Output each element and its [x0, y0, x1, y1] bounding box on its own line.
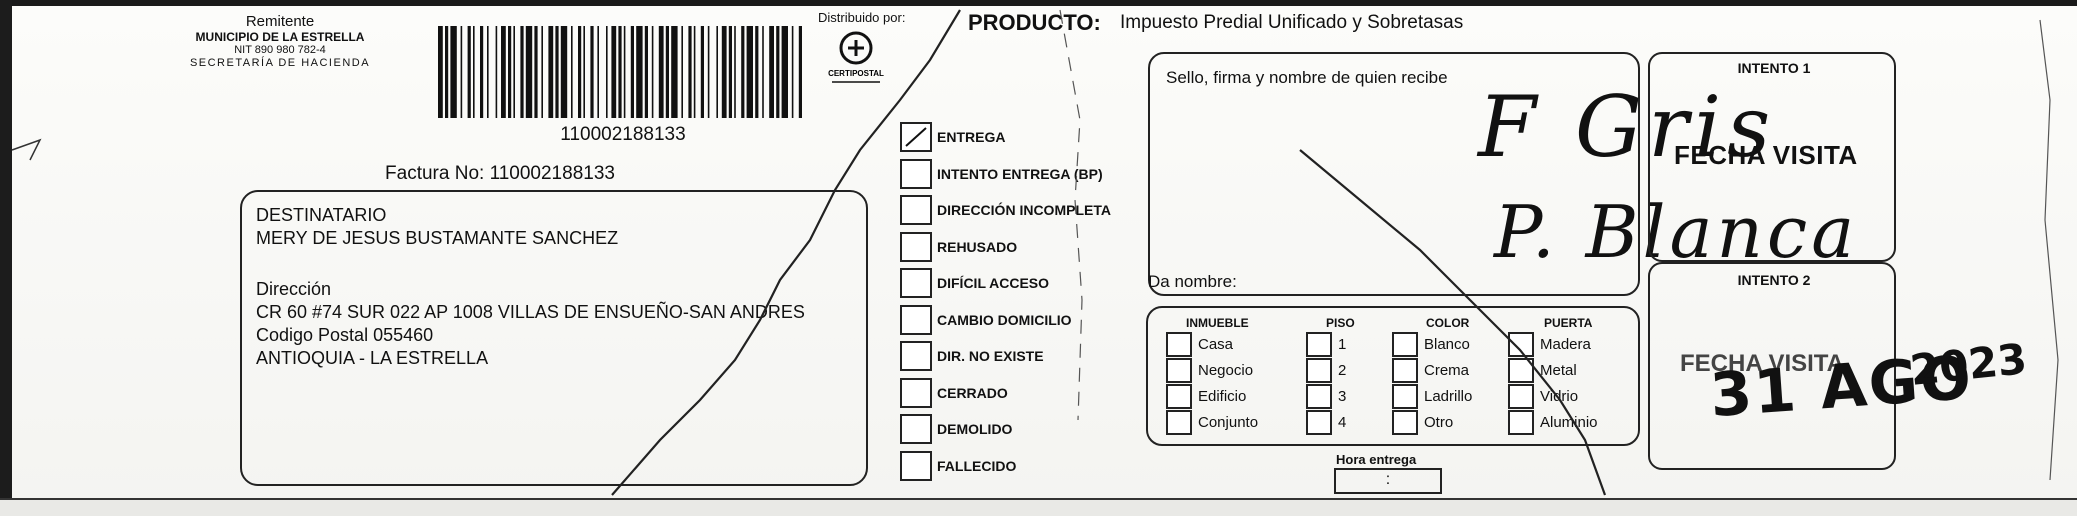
piso-option-label: 2 — [1338, 362, 1347, 379]
status-label: DIR. NO EXISTE — [937, 348, 1044, 364]
status-label: CAMBIO DOMICILIO — [937, 311, 1072, 328]
status-checkbox[interactable] — [900, 450, 932, 481]
status-label: CERRADO — [937, 384, 1008, 401]
piso-option-label: 4 — [1338, 414, 1347, 431]
color-checkbox[interactable] — [1392, 384, 1418, 409]
inmueble-checkbox[interactable] — [1166, 332, 1192, 357]
puerta-option-label: Aluminio — [1540, 414, 1598, 431]
property-header-inmueble: INMUEBLE — [1186, 316, 1249, 330]
logo-text: CERTIPOSTAL — [828, 69, 884, 78]
color-option-label: Blanco — [1424, 336, 1470, 353]
sender-label: Remitente — [245, 13, 315, 30]
inmueble-option-label: Negocio — [1198, 362, 1254, 379]
sender-nit: NIT 890 980 782-4 — [234, 44, 326, 57]
status-label: ENTREGA — [937, 129, 1006, 145]
top-edge — [0, 0, 2077, 6]
puerta-option-label: Madera — [1540, 336, 1591, 353]
sender-block: Remitente MUNICIPIO DE LA ESTRELLA NIT 8… — [130, 13, 430, 69]
product-value: Impuesto Predial Unificado y Sobretasas — [1120, 12, 1464, 33]
recipient-region: ANTIOQUIA - LA ESTRELLA — [256, 348, 489, 368]
sender-secretaria: SECRETARÍA DE HACIENDA — [189, 56, 371, 69]
inmueble-checkbox[interactable] — [1166, 358, 1192, 383]
product-label: PRODUCTO: — [968, 10, 1101, 35]
inmueble-option-label: Casa — [1198, 336, 1234, 353]
piso-checkbox[interactable] — [1306, 384, 1332, 409]
recipient-address: CR 60 #74 SUR 022 AP 1008 VILLAS DE ENSU… — [256, 302, 805, 322]
puerta-option-label: Vidrio — [1540, 388, 1579, 405]
recipient-name: MERY DE JESUS BUSTAMANTE SANCHEZ — [256, 228, 619, 248]
status-label: INTENTO ENTREGA (BP) — [937, 165, 1103, 182]
postal-code: Codigo Postal 055460 — [256, 325, 434, 345]
piso-checkbox[interactable] — [1306, 332, 1332, 357]
piso-checkbox[interactable] — [1306, 358, 1332, 383]
left-edge — [0, 0, 12, 514]
puerta-checkbox[interactable] — [1508, 332, 1534, 357]
signature-label: Sello, firma y nombre de quien recibe — [1166, 68, 1448, 87]
recipient-box: DESTINATARIO MERY DE JESUS BUSTAMANTE SA… — [240, 190, 868, 486]
barcode-number: 110002188133 — [560, 124, 686, 145]
attempt-1-title: INTENTO 1 — [1737, 60, 1811, 76]
status-checkbox[interactable] — [900, 268, 932, 298]
status-checkbox[interactable] — [900, 414, 932, 444]
status-checkbox[interactable] — [900, 158, 932, 189]
receiver-name-label: Da nombre: — [1148, 272, 1237, 291]
address-label: Dirección — [256, 279, 332, 299]
attempt-2-box: INTENTO 2 — [1648, 262, 1896, 470]
color-option-label: Ladrillo — [1424, 388, 1473, 405]
property-header-piso: PISO — [1326, 316, 1355, 330]
puerta-checkbox[interactable] — [1508, 358, 1534, 383]
property-header-puerta: PUERTA — [1544, 316, 1593, 330]
status-label: DEMOLIDO — [937, 421, 1013, 437]
status-label: REHUSADO — [937, 238, 1018, 255]
inmueble-checkbox[interactable] — [1166, 410, 1192, 435]
attempt-1-date-label: FECHA VISITA — [1674, 140, 1858, 170]
status-checkbox[interactable] — [900, 377, 932, 408]
color-checkbox[interactable] — [1392, 410, 1418, 435]
status-checkbox[interactable] — [900, 231, 932, 262]
piso-option-label: 3 — [1338, 388, 1347, 405]
attempt-1-box: INTENTO 1 — [1648, 52, 1896, 262]
status-label: DIRECCIÓN INCOMPLETA — [937, 202, 1111, 218]
distributor-label: Distribuido por: — [818, 10, 906, 25]
inmueble-checkbox[interactable] — [1166, 384, 1192, 409]
status-checkbox[interactable] — [900, 341, 932, 371]
inmueble-option-label: Conjunto — [1198, 414, 1259, 431]
attempt-2-title: INTENTO 2 — [1737, 272, 1811, 288]
status-checkbox[interactable] — [900, 304, 932, 335]
puerta-checkbox[interactable] — [1508, 410, 1534, 435]
status-checkbox[interactable] — [900, 122, 932, 152]
barcode — [438, 26, 802, 118]
recipient-title: DESTINATARIO — [256, 205, 387, 225]
inmueble-option-label: Edificio — [1198, 388, 1247, 405]
attempt-2-date-label: FECHA VISITA — [1680, 350, 1845, 377]
delivery-time-label: Hora entrega — [1336, 452, 1417, 467]
status-label: DIFÍCIL ACCESO — [937, 275, 1050, 291]
bottom-edge — [0, 498, 2077, 516]
status-checkbox[interactable] — [900, 195, 932, 225]
invoice-number: Factura No: 110002188133 — [385, 163, 615, 184]
color-checkbox[interactable] — [1392, 358, 1418, 383]
delivery-time-field[interactable]: : — [1334, 468, 1442, 494]
property-header-color: COLOR — [1426, 316, 1470, 330]
color-checkbox[interactable] — [1392, 332, 1418, 357]
piso-option-label: 1 — [1338, 336, 1347, 353]
puerta-option-label: Metal — [1540, 362, 1577, 379]
status-label: FALLECIDO — [937, 457, 1017, 474]
color-option-label: Otro — [1424, 414, 1454, 431]
piso-checkbox[interactable] — [1306, 410, 1332, 435]
puerta-checkbox[interactable] — [1508, 384, 1534, 409]
color-option-label: Crema — [1424, 362, 1470, 379]
certipostal-logo-icon: CERTIPOSTAL — [828, 31, 884, 83]
sender-municipio: MUNICIPIO DE LA ESTRELLA — [195, 29, 365, 44]
